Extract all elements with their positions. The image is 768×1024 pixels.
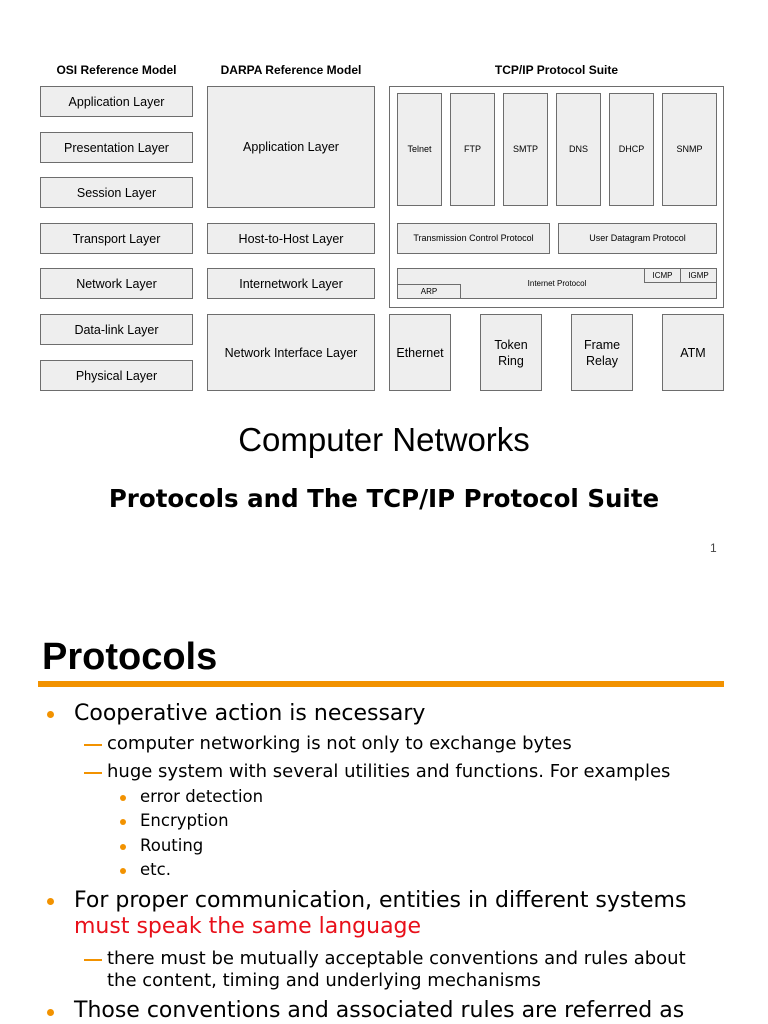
- darpa-layer-application: Application Layer: [207, 86, 375, 208]
- net-token-ring: Token Ring: [480, 314, 542, 391]
- osi-layer-network: Network Layer: [40, 268, 193, 299]
- osi-layer-session: Session Layer: [40, 177, 193, 208]
- tcpip-header: TCP/IP Protocol Suite: [494, 63, 619, 77]
- osi-layer-datalink: Data-link Layer: [40, 314, 193, 345]
- example-4: etc.: [140, 860, 171, 879]
- osi-layer-application: Application Layer: [40, 86, 193, 117]
- sub-bullet-1: computer networking is not only to excha…: [107, 733, 572, 754]
- osi-layer-transport: Transport Layer: [40, 223, 193, 254]
- bullet-icon: [120, 844, 126, 850]
- bullet-2-line-1: For proper communication, entities in di…: [74, 888, 687, 913]
- dash-icon: [84, 744, 102, 746]
- bullet-icon: [120, 868, 126, 874]
- protocol-telnet: Telnet: [397, 93, 442, 206]
- dash-icon: [84, 959, 102, 961]
- net-ethernet: Ethernet: [389, 314, 451, 391]
- protocol-dhcp: DHCP: [609, 93, 654, 206]
- net-atm: ATM: [662, 314, 724, 391]
- slide-2-title: Protocols: [42, 636, 218, 678]
- protocol-udp: User Datagram Protocol: [558, 223, 717, 254]
- example-1: error detection: [140, 787, 264, 806]
- protocol-snmp: SNMP: [662, 93, 717, 206]
- net-frame-relay: Frame Relay: [571, 314, 633, 391]
- protocol-dns: DNS: [556, 93, 601, 206]
- osi-layer-presentation: Presentation Layer: [40, 132, 193, 163]
- bullet-3: Those conventions and associated rules a…: [74, 998, 685, 1023]
- dash-icon: [84, 772, 102, 774]
- sub-bullet-3-line-1: there must be mutually acceptable conven…: [107, 948, 686, 969]
- slide-1-subtitle: Protocols and The TCP/IP Protocol Suite: [108, 484, 660, 513]
- slide-1-title: Computer Networks: [238, 421, 530, 458]
- osi-layer-physical: Physical Layer: [40, 360, 193, 391]
- protocol-smtp: SMTP: [503, 93, 548, 206]
- protocol-ip-label: Internet Protocol: [527, 278, 587, 288]
- example-3: Routing: [140, 836, 204, 855]
- sub-bullet-3-line-2: the content, timing and underlying mecha…: [107, 970, 541, 991]
- title-underline: [38, 681, 724, 687]
- bullet-icon: [120, 819, 126, 825]
- protocol-tcp: Transmission Control Protocol: [397, 223, 550, 254]
- bullet-icon: [47, 711, 54, 718]
- protocol-igmp: IGMP: [680, 268, 717, 283]
- darpa-layer-network-interface: Network Interface Layer: [207, 314, 375, 391]
- page-number: 1: [710, 541, 717, 555]
- bullet-2-emphasis: must speak the same language: [74, 914, 422, 939]
- bullet-1: Cooperative action is necessary: [74, 701, 426, 726]
- darpa-layer-host-to-host: Host-to-Host Layer: [207, 223, 375, 254]
- example-2: Encryption: [140, 811, 229, 830]
- bullet-icon: [47, 1009, 54, 1016]
- darpa-header: DARPA Reference Model: [220, 63, 362, 77]
- protocol-arp: ARP: [397, 284, 461, 299]
- protocol-icmp: ICMP: [644, 268, 681, 283]
- bullet-icon: [47, 898, 54, 905]
- protocol-ftp: FTP: [450, 93, 495, 206]
- osi-header: OSI Reference Model: [56, 63, 177, 77]
- bullet-icon: [120, 795, 126, 801]
- sub-bullet-2: huge system with several utilities and f…: [107, 761, 671, 782]
- darpa-layer-internetwork: Internetwork Layer: [207, 268, 375, 299]
